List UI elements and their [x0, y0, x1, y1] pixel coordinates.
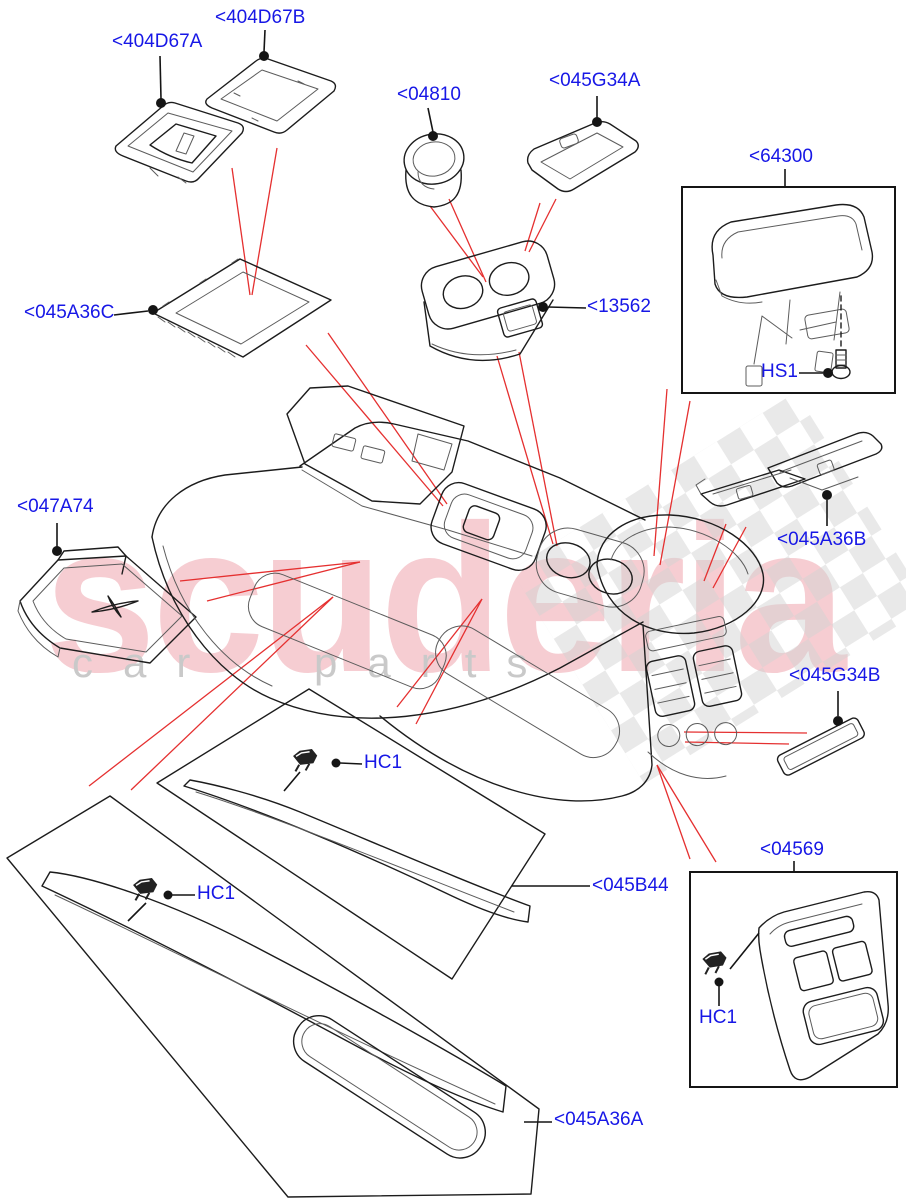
part-label-045g34a[interactable]: <045G34A [549, 70, 641, 91]
part-045a36b-drawing [695, 431, 883, 507]
part-label-hc1-b[interactable]: HC1 [699, 1007, 738, 1028]
part-13562-drawing [420, 240, 556, 362]
part-64300-drawing [681, 186, 896, 394]
part-045a36c-drawing [152, 258, 332, 358]
part-404d67a-drawing [114, 101, 245, 184]
part-label-045b44[interactable]: <045B44 [592, 875, 669, 896]
part-045g34a-drawing [526, 121, 639, 193]
part-047a74-drawing [17, 546, 197, 664]
console-body-drawing [151, 385, 765, 802]
part-404d67b-drawing [205, 57, 337, 134]
part-label-047a74[interactable]: <047A74 [17, 496, 94, 517]
part-label-404d67b[interactable]: <404D67B [215, 7, 306, 28]
part-label-04810[interactable]: <04810 [397, 84, 461, 105]
part-045a36a-drawing [6, 795, 540, 1198]
label-leader-lines [52, 29, 843, 1123]
part-045g34b-drawing [776, 717, 865, 776]
part-label-045g34b[interactable]: <045G34B [789, 665, 881, 686]
part-label-hc1-a[interactable]: HC1 [364, 752, 403, 773]
part-label-404d67a[interactable]: <404D67A [112, 31, 203, 52]
part-045b44-drawing [156, 688, 546, 980]
part-label-hs1[interactable]: HS1 [761, 361, 798, 382]
part-label-045a36b[interactable]: <045A36B [777, 529, 867, 550]
part-label-13562[interactable]: <13562 [587, 296, 651, 317]
part-label-045a36a[interactable]: <045A36A [554, 1109, 644, 1130]
part-label-04569[interactable]: <04569 [760, 839, 824, 860]
part-label-hc1-c[interactable]: HC1 [197, 883, 236, 904]
part-label-045a36c[interactable]: <045A36C [24, 302, 115, 323]
part-label-64300[interactable]: <64300 [749, 146, 813, 167]
red-leader-lines [88, 147, 808, 863]
